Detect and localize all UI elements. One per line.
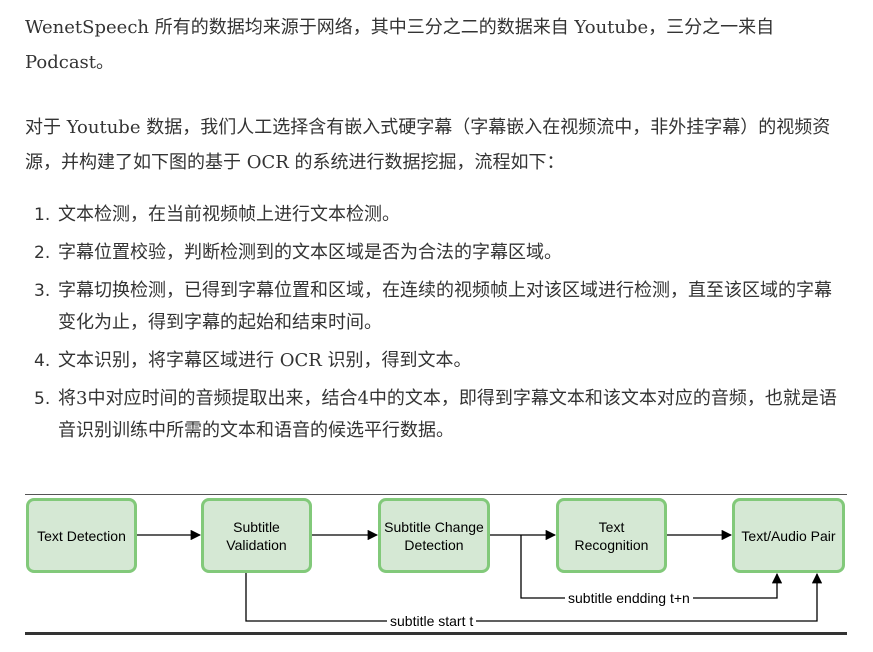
arrow-subtitle-start — [245, 572, 823, 622]
text-audio-pair-box: Text/Audio Pair — [732, 498, 845, 573]
list-item: 5. 将3中对应时间的音频提取出来，结合4中的文本，即得到字幕文本和该文本对应的… — [34, 383, 849, 447]
list-item: 2. 字幕位置校验，判断检测到的文本区域是否为合法的字幕区域。 — [34, 237, 849, 269]
pipeline-diagram: Text Detection Subtitle Validation Subti… — [25, 494, 847, 636]
text-recognition-box: Text Recognition — [556, 498, 667, 573]
step-text: 文本检测，在当前视频帧上进行文本检测。 — [58, 204, 400, 225]
step-number: 1. — [34, 205, 51, 225]
step-number: 4. — [34, 351, 51, 371]
step-text: 将3中对应时间的音频提取出来，结合4中的文本，即得到字幕文本和该文本对应的音频，… — [58, 388, 837, 441]
step-text: 文本识别，将字幕区域进行 OCR 识别，得到文本。 — [58, 350, 472, 371]
step-text: 字幕位置校验，判断检测到的文本区域是否为合法的字幕区域。 — [58, 242, 562, 263]
diagram-bottom-rule — [25, 632, 847, 635]
diagram-top-rule — [25, 494, 847, 495]
intro-paragraph-1: WenetSpeech 所有的数据均来源于网络，其中三分之二的数据来自 Yout… — [25, 17, 775, 73]
step-number: 2. — [34, 243, 51, 263]
list-item: 1. 文本检测，在当前视频帧上进行文本检测。 — [34, 199, 849, 231]
subtitle-start-label: subtitle start t — [387, 613, 477, 629]
text-detection-box: Text Detection — [26, 498, 137, 573]
step-text: 字幕切换检测，已得到字幕位置和区域，在连续的视频帧上对该区域进行检测，直至该区域… — [58, 280, 832, 333]
steps-list: 1. 文本检测，在当前视频帧上进行文本检测。 2. 字幕位置校验，判断检测到的文… — [34, 199, 849, 453]
intro-paragraph-2: 对于 Youtube 数据，我们人工选择含有嵌入式硬字幕（字幕嵌入在视频流中，非… — [25, 117, 831, 173]
list-item: 3. 字幕切换检测，已得到字幕位置和区域，在连续的视频帧上对该区域进行检测，直至… — [34, 275, 849, 339]
step-number: 5. — [34, 389, 51, 409]
subtitle-validation-box: Subtitle Validation — [201, 498, 312, 573]
subtitle-change-detection-box: Subtitle Change Detection — [378, 498, 490, 573]
list-item: 4. 文本识别，将字幕区域进行 OCR 识别，得到文本。 — [34, 345, 849, 377]
subtitle-end-label: subtitle endding t+n — [565, 590, 693, 606]
step-number: 3. — [34, 281, 51, 301]
